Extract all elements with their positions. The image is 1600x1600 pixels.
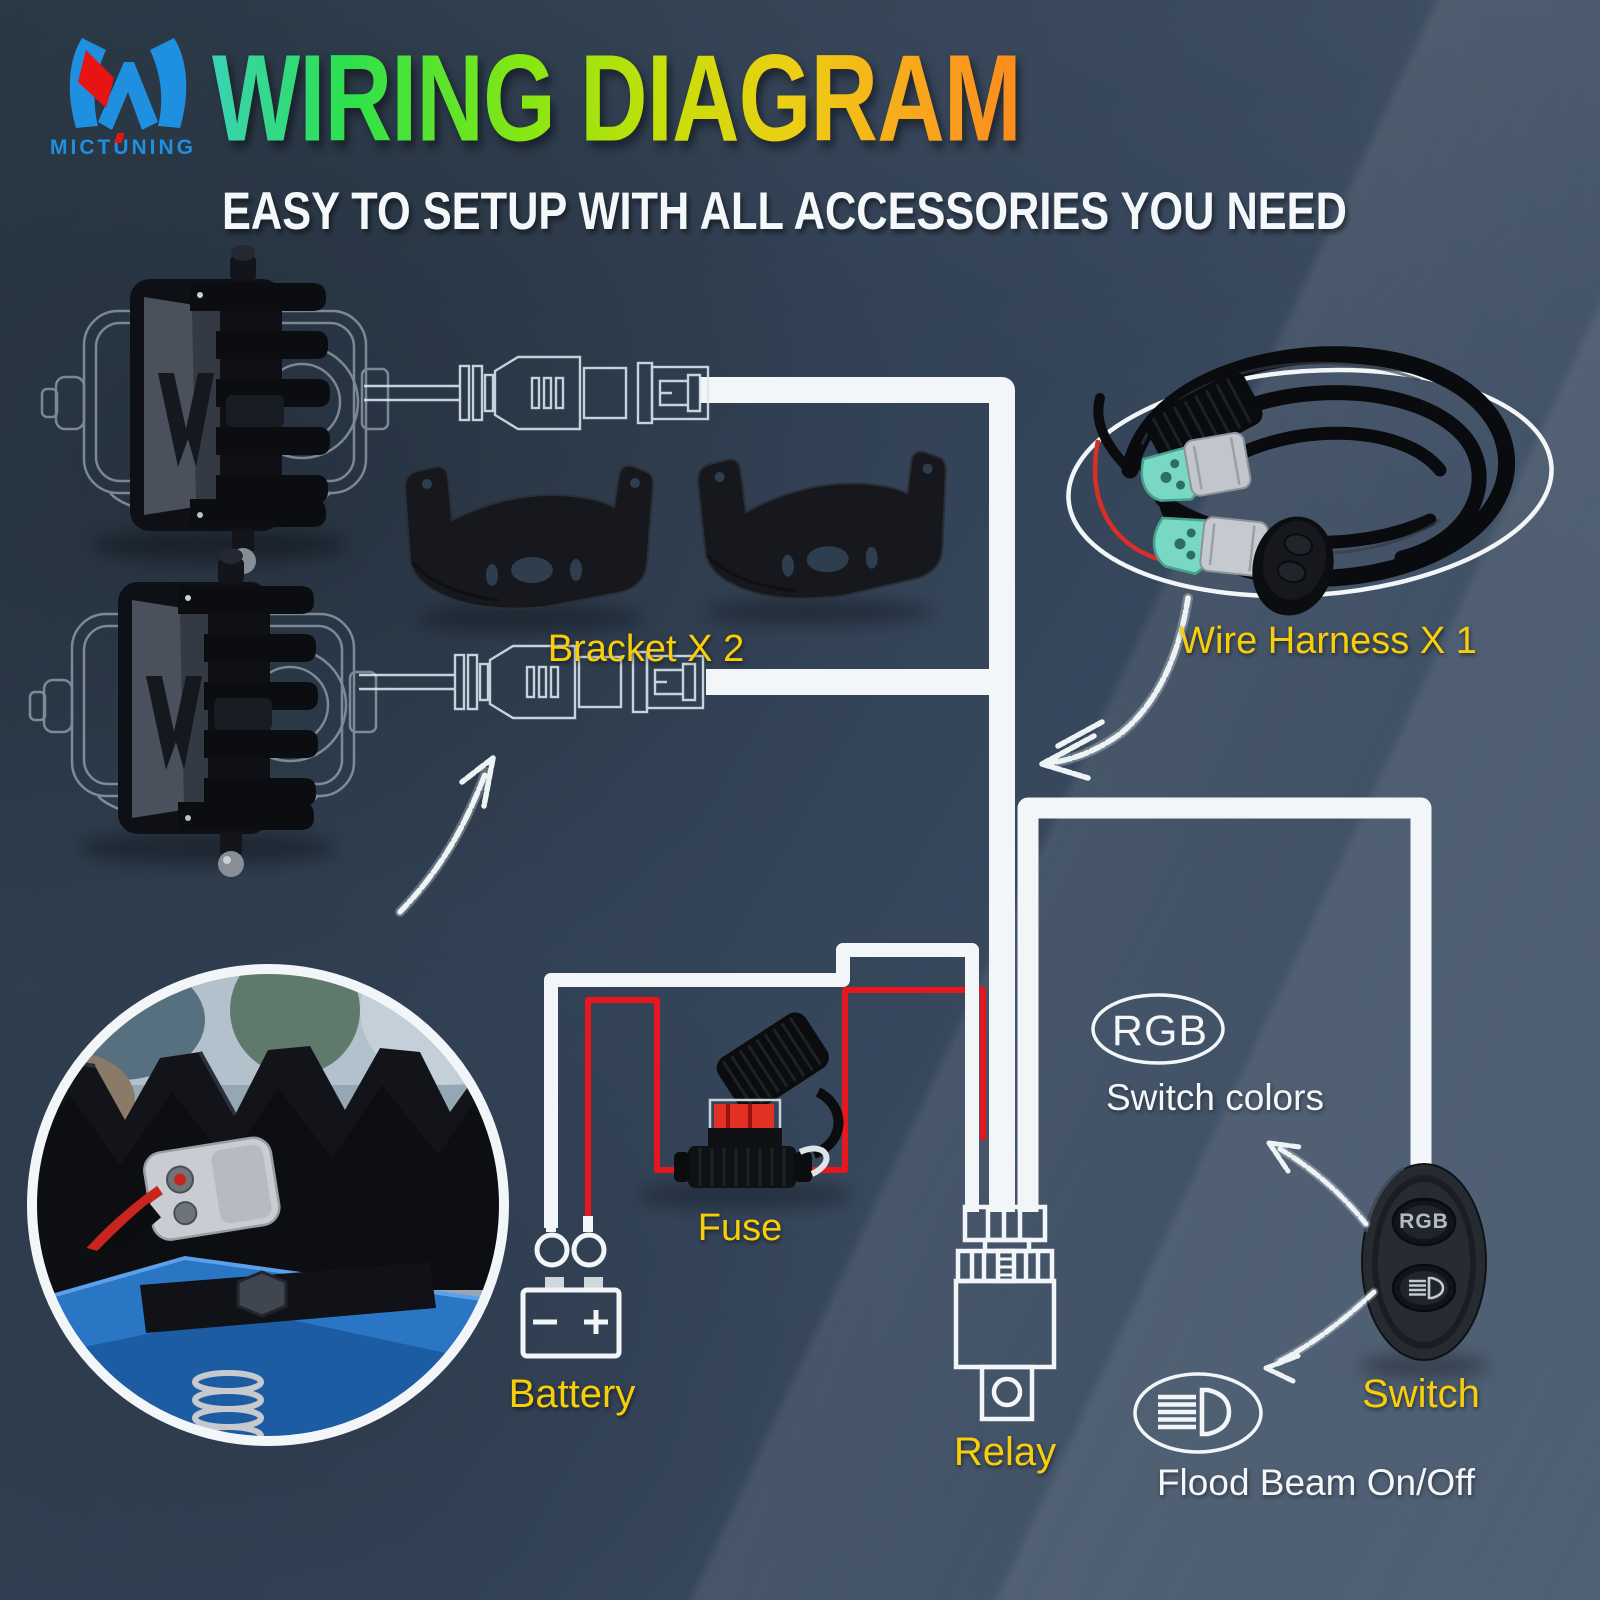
wire-harness-photo (1066, 346, 1554, 616)
wiring-paths (544, 377, 1432, 1228)
brand-wordmark: MICTUNING (50, 136, 196, 159)
led-light-2 (30, 548, 376, 877)
dt-connector-1 (1140, 431, 1252, 502)
fuse-label: Fuse (697, 1207, 783, 1249)
mictuning-logo-mark (69, 38, 187, 130)
bracket-1 (403, 464, 655, 611)
page-title: WIRING DIAGRAM (212, 28, 1022, 169)
bracket-2 (695, 449, 952, 604)
switch-colors-caption: Switch colors (1106, 1077, 1324, 1118)
flood-beam-icon (1158, 1387, 1232, 1437)
harness-mini-switch (1252, 516, 1334, 616)
switch-pod (1358, 1163, 1490, 1378)
bracket-label: Bracket X 2 (547, 628, 745, 670)
dt-connector-2 (1152, 516, 1269, 577)
chalk-arrow-harness (1039, 593, 1193, 781)
chalk-arrow-to-light (395, 755, 496, 917)
battery-label: Battery (508, 1372, 636, 1416)
flood-beam-oval-badge (1133, 1372, 1263, 1454)
rgb-oval-badge (1091, 993, 1225, 1065)
led-light-1 (42, 245, 388, 574)
inset-circle-ring (27, 964, 509, 1446)
page-subtitle: EASY TO SETUP WITH ALL ACCESSORIES YOU N… (222, 181, 1347, 241)
chalk-arrow-to-flood-badge (1263, 1287, 1379, 1385)
flood-beam-caption: Flood Beam On/Off (1156, 1462, 1476, 1503)
battery-minus-sign: − (535, 1303, 555, 1341)
switch-wire (1017, 797, 1432, 1212)
connector-chain-1 (362, 355, 710, 431)
battery-icon (520, 1216, 622, 1359)
rgb-badge-text: RGB (1111, 1007, 1209, 1055)
installed-light-inset-photo (27, 964, 509, 1446)
rgb-button-label: RGB (1399, 1210, 1449, 1233)
flood-beam-button-icon (1409, 1276, 1445, 1300)
ring-terminal-positive (571, 1232, 607, 1268)
battery-ground-wire (544, 943, 979, 1228)
ring-terminal-negative (534, 1232, 570, 1268)
switch-label: Switch (1362, 1372, 1480, 1416)
wire-harness-label: Wire Harness X 1 (1179, 620, 1477, 662)
relay-label: Relay (953, 1430, 1057, 1474)
relay-icon (953, 1204, 1057, 1422)
chalk-arrow-to-rgb-caption (1266, 1140, 1371, 1229)
harness-line-light1 (700, 377, 1015, 1212)
fuse-holder (635, 1012, 855, 1209)
